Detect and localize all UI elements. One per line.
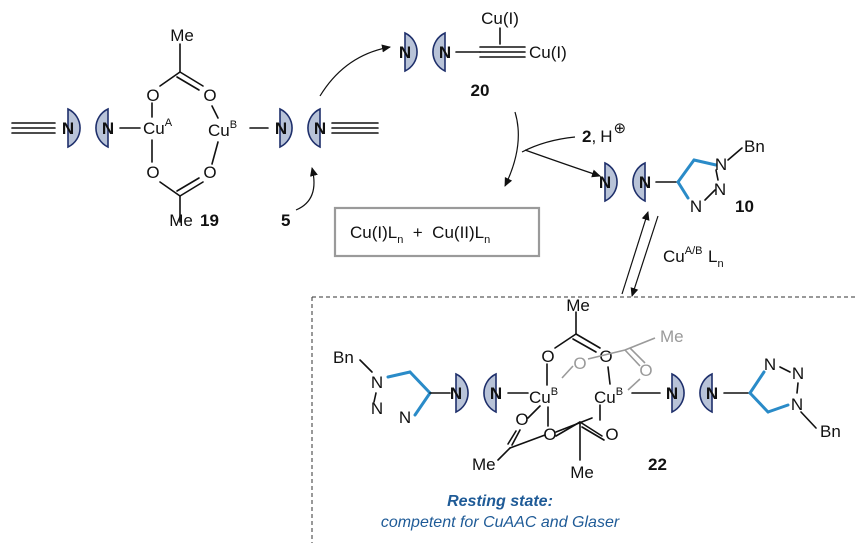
equilibrium-ligand: Ln: [708, 247, 724, 270]
compound-number: 10: [735, 197, 754, 216]
atom-o: O: [543, 425, 556, 444]
reaction-arrow: [524, 149, 601, 178]
atom-me: Me: [566, 296, 590, 315]
atom-n: N: [102, 119, 114, 138]
atom-n: N: [371, 399, 383, 418]
atom-bn: Bn: [744, 137, 765, 156]
atom-n: N: [599, 173, 611, 192]
atom-cu: CuB: [208, 119, 237, 140]
atom-me: Me: [169, 211, 193, 230]
atom-n: N: [690, 197, 702, 216]
atom-n: N: [275, 119, 287, 138]
compound-20: N N Cu(I) Cu(I) 20: [399, 9, 567, 100]
atom-n: N: [399, 43, 411, 62]
atom-o: O: [146, 163, 159, 182]
atom-bn: Bn: [333, 348, 354, 367]
atom-cu: CuA: [143, 117, 173, 138]
atom-cu-i: Cu(I): [529, 43, 567, 62]
compound-number: 19: [200, 211, 219, 230]
atom-n: N: [639, 173, 651, 192]
reaction-arrow: [319, 44, 391, 97]
copper-species-box: Cu(I)Ln + Cu(II)Ln: [333, 206, 541, 258]
atom-n: N: [792, 364, 804, 383]
atom-o-back: O: [573, 354, 586, 373]
resting-state-subtitle: competent for CuAAC and Glaser: [380, 514, 620, 531]
atom-n: N: [439, 43, 451, 62]
atom-o: O: [541, 347, 554, 366]
atom-n: N: [450, 384, 462, 403]
atom-bn: Bn: [820, 422, 841, 441]
atom-cu-i: Cu(I): [481, 9, 519, 28]
compound-22: Bn N N N N N CuB O Me O O Me O: [333, 296, 841, 482]
equilibrium-reagent: CuA/BBnCu(I)L: [663, 245, 702, 266]
atom-o: O: [146, 86, 159, 105]
atom-cu: CuB: [529, 386, 558, 407]
atom-o: O: [599, 347, 612, 366]
compound-10: N N N N N Bn 10: [599, 137, 765, 216]
atom-o: O: [203, 163, 216, 182]
atom-me: Me: [170, 26, 194, 45]
equilibrium-arrows: CuA/BBnCu(I)L Ln: [621, 211, 724, 297]
atom-me: Me: [472, 455, 496, 474]
atom-me: Me: [570, 463, 594, 482]
atom-me-back: Me: [660, 327, 684, 346]
atom-o-back: O: [639, 361, 652, 380]
atom-n: N: [706, 384, 718, 403]
reagent-2-h: 2,H⊕: [582, 120, 626, 146]
atom-n: N: [715, 155, 727, 174]
atom-n: N: [490, 384, 502, 403]
atom-n: N: [399, 408, 411, 427]
compound-19: N N CuA O Me O O Me O CuB N N 19: [11, 26, 379, 230]
atom-n: N: [371, 373, 383, 392]
atom-n: N: [666, 384, 678, 403]
reaction-arrow: [521, 136, 576, 153]
compound-number: 22: [648, 455, 667, 474]
reagent-5: 5: [281, 211, 290, 230]
atom-n: N: [764, 355, 776, 374]
atom-n: N: [714, 180, 726, 199]
atom-n: N: [314, 119, 326, 138]
atom-n: N: [791, 395, 803, 414]
box-text: Cu(I)Ln + Cu(II)Ln: [350, 223, 490, 246]
compound-number: 20: [471, 81, 490, 100]
atom-o: O: [605, 425, 618, 444]
reaction-arrow: [504, 111, 519, 187]
resting-state-title: Resting state:: [447, 493, 553, 510]
atom-cu: CuB: [594, 386, 623, 407]
atom-n: N: [62, 119, 74, 138]
atom-o: O: [515, 410, 528, 429]
reaction-arrow: [295, 167, 318, 211]
atom-o: O: [203, 86, 216, 105]
